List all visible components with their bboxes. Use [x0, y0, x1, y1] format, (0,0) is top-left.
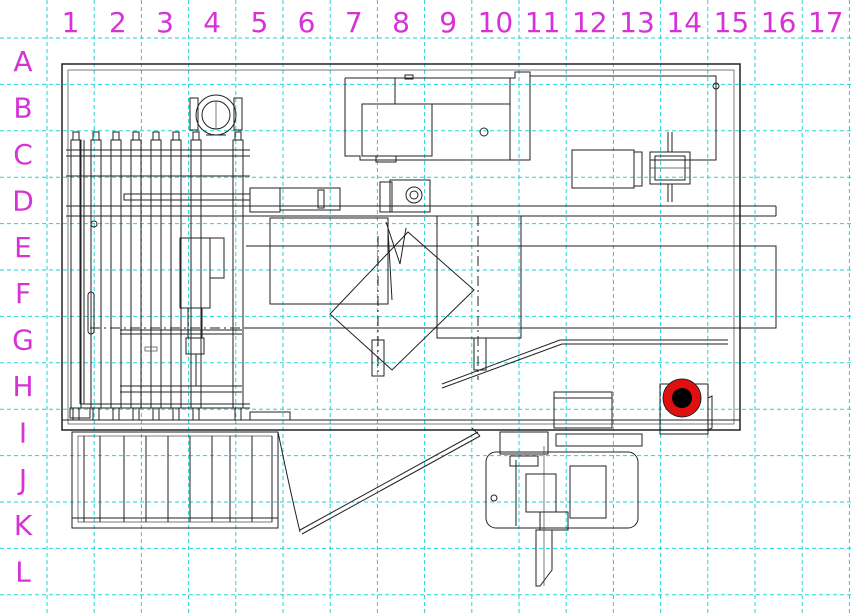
lower-right-units	[553, 378, 713, 435]
upper-cabinet	[344, 71, 720, 163]
drive-motor	[571, 132, 691, 202]
column-label: 16	[761, 6, 797, 39]
column-label: 14	[666, 6, 702, 39]
row-label: L	[15, 556, 31, 589]
collection-trays	[71, 431, 279, 529]
left-rail	[79, 140, 98, 404]
rotated-panel	[329, 221, 487, 377]
machine-frame	[61, 63, 741, 431]
column-label: 6	[298, 6, 316, 39]
column-label: 15	[714, 6, 750, 39]
column-label: 10	[478, 6, 514, 39]
column-label: 3	[156, 6, 174, 39]
column-label: 1	[62, 6, 80, 39]
row-label: G	[12, 324, 34, 357]
column-label: 4	[203, 6, 221, 39]
guide-rails	[441, 339, 728, 389]
actuator	[144, 237, 225, 386]
column-label: 7	[345, 6, 363, 39]
round-pump	[189, 94, 243, 136]
angled-chute	[277, 427, 481, 535]
row-label: H	[12, 370, 33, 403]
row-label: D	[12, 184, 34, 217]
main-conveyor	[66, 205, 777, 380]
row-label: B	[13, 92, 32, 125]
row-label: I	[19, 416, 27, 449]
column-label: 13	[619, 6, 655, 39]
roller-assembly	[66, 131, 291, 421]
row-label: C	[13, 138, 33, 171]
column-label: 17	[808, 6, 844, 39]
row-label: E	[14, 231, 32, 264]
row-label: K	[14, 509, 33, 542]
row-label: J	[17, 463, 27, 496]
row-label: A	[13, 45, 32, 78]
column-label: 9	[439, 6, 457, 39]
row-label: F	[15, 277, 31, 310]
column-label: 12	[572, 6, 608, 39]
engine-block	[485, 431, 643, 587]
column-label: 8	[392, 6, 410, 39]
column-label: 2	[109, 6, 127, 39]
column-label: 11	[525, 6, 561, 39]
rail-drive	[123, 179, 431, 213]
column-label: 5	[250, 6, 268, 39]
